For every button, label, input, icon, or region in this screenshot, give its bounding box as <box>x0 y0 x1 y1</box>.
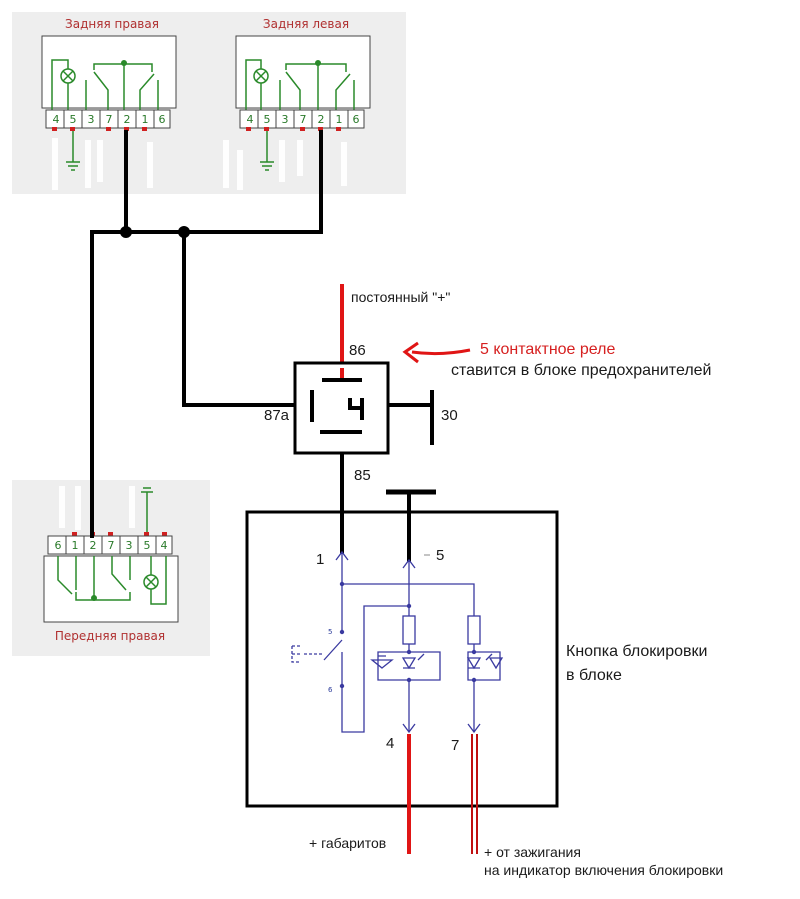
front-right-ground-symbol <box>141 487 153 532</box>
rear-left-pin-7: 6 <box>353 113 360 126</box>
control-wires <box>90 130 434 562</box>
ignition-label-2: на индикатор включения блокировки <box>484 862 723 878</box>
lights-label: + габаритов <box>309 835 386 851</box>
wire-87a <box>182 230 312 407</box>
rear-left-pin-marks <box>246 127 341 131</box>
switch-label-b: 6 <box>328 686 333 694</box>
ignition-label-1: + от зажигания <box>484 844 581 860</box>
rear-right-junction <box>121 60 127 66</box>
relay-armature <box>348 398 362 410</box>
annotation-arrow <box>411 348 471 356</box>
rear-left-switch-symbol <box>245 59 355 110</box>
rear-left-housing <box>235 35 371 109</box>
rear-right-pin-7: 6 <box>159 113 166 126</box>
annotation-arrowhead <box>402 341 419 364</box>
rear-right-pin-5: 2 <box>124 113 131 126</box>
rear-right-pin-1: 4 <box>53 113 60 126</box>
junction-node-right <box>178 226 190 238</box>
annotation-subtitle: ставится в блоке предохранителей <box>451 362 712 379</box>
button-pin-4: 4 <box>386 735 394 752</box>
front-right-housing <box>43 555 179 623</box>
front-right-pin-5: 3 <box>126 539 133 552</box>
relay-pin-85: 85 <box>354 467 371 484</box>
front-right-junction <box>91 595 97 601</box>
button-block-title-1: Кнопка блокировки <box>566 643 707 660</box>
front-right-pin-6: 5 <box>144 539 151 552</box>
supply-label: постоянный "+" <box>351 289 450 305</box>
relay-pin-86: 86 <box>349 342 366 359</box>
rear-left-connector: Задняя левая 4 5 3 7 2 1 <box>206 12 406 194</box>
front-right-pin-3: 2 <box>90 539 97 552</box>
button-block-title-2: в блоке <box>566 667 622 684</box>
button-pin-5: 5 <box>436 547 444 564</box>
rear-right-pin-2: 5 <box>70 113 77 126</box>
rear-right-pin-6: 1 <box>142 113 149 126</box>
wire-bus-rear-left-to-front <box>90 130 323 538</box>
front-right-pin-2: 1 <box>72 539 79 552</box>
rear-left-title: Задняя левая <box>263 17 349 31</box>
junction-node-left <box>120 226 132 238</box>
button-pin-7: 7 <box>451 737 459 754</box>
front-right-connector: 6 1 2 7 3 5 4 Передняя правая <box>12 480 210 656</box>
rear-left-pin-4: 7 <box>300 113 307 126</box>
lock-button-block: 5 6 1 5 4 7 Кнопка блокировки в блоке <box>245 510 707 808</box>
rear-right-pin-marks <box>52 127 147 131</box>
rear-left-pin-2: 5 <box>264 113 271 126</box>
rear-left-pin-5: 2 <box>318 113 325 126</box>
rear-left-ground-symbol <box>260 131 274 171</box>
relay-annotation: 5 контактное реле ставится в блоке предо… <box>402 341 712 379</box>
rear-right-switch-symbol <box>51 59 159 110</box>
relay-pin-30: 30 <box>441 407 458 424</box>
front-right-switch-symbol <box>57 556 167 605</box>
front-right-pin-7: 4 <box>161 539 168 552</box>
front-right-pin-1: 6 <box>55 539 62 552</box>
rear-left-pin-6: 1 <box>336 113 343 126</box>
front-right-pin-strip <box>47 535 173 555</box>
button-block-frame <box>245 510 559 808</box>
relay-pin-87a: 87a <box>264 407 290 424</box>
rear-right-ground-symbol <box>66 131 80 171</box>
button-pin-1: 1 <box>316 551 324 568</box>
front-right-pin-4: 7 <box>108 539 115 552</box>
front-right-title: Передняя правая <box>55 629 165 643</box>
annotation-title: 5 контактное реле <box>480 341 615 358</box>
rear-left-pin-1: 4 <box>247 113 254 126</box>
rear-left-faded-wires <box>223 140 347 190</box>
rear-right-connector: Задняя правая 4 5 3 7 <box>12 12 212 194</box>
rear-right-title: Задняя правая <box>65 17 159 31</box>
switch-label-a: 5 <box>328 628 332 636</box>
button-inner-circuit <box>291 550 504 734</box>
front-right-faded-wires <box>59 486 135 530</box>
rear-right-pin-3: 3 <box>88 113 95 126</box>
rear-left-junction <box>315 60 321 66</box>
rear-left-pin-3: 3 <box>282 113 289 126</box>
rear-right-pin-4: 7 <box>106 113 113 126</box>
relay-5-pin: постоянный "+" 86 87a 30 85 <box>264 284 458 484</box>
rear-right-faded-wires <box>52 138 153 190</box>
